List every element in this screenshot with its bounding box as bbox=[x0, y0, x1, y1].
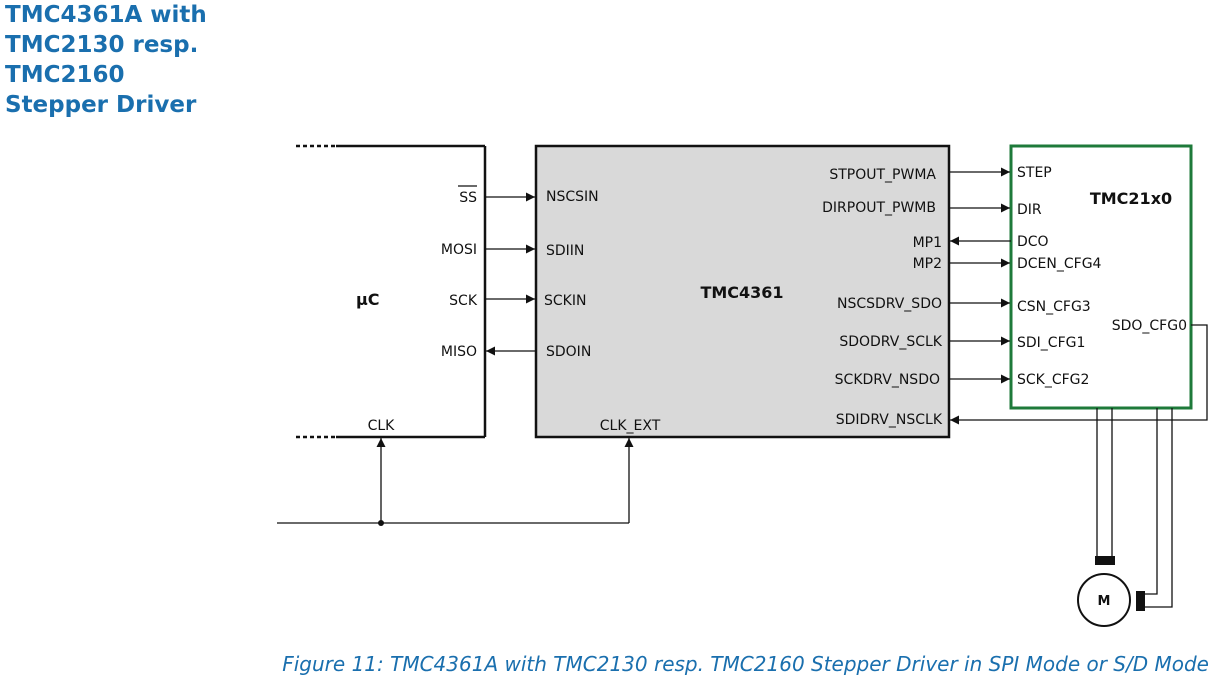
uc-pin-mosi: MOSI bbox=[441, 242, 477, 258]
motor-terminal-right bbox=[1136, 591, 1145, 611]
motor-wiring bbox=[1095, 408, 1173, 611]
tmc4361-pin-mp1: MP1 bbox=[913, 235, 942, 251]
tmc4361-pin-dirpout: DIRPOUT_PWMB bbox=[822, 200, 936, 216]
heading-line: Stepper Driver bbox=[5, 92, 197, 118]
uc-pin-sck: SCK bbox=[449, 293, 478, 309]
driver-pin-sck: SCK_CFG2 bbox=[1017, 372, 1089, 388]
heading-line: TMC4361A with bbox=[5, 2, 207, 28]
microcontroller-block: µC SS MOSI SCK MISO CLK bbox=[296, 144, 487, 439]
wire-coil-b1 bbox=[1142, 408, 1158, 595]
motor-terminal-top bbox=[1095, 556, 1115, 565]
clock-junction-dot bbox=[378, 520, 384, 526]
uc-pin-miso: MISO bbox=[441, 344, 477, 360]
driver-pin-dcen: DCEN_CFG4 bbox=[1017, 256, 1102, 272]
tmc4361-label: TMC4361 bbox=[700, 283, 783, 302]
wire-sdo-return bbox=[950, 324, 1208, 425]
heading-line: TMC2160 bbox=[5, 62, 125, 88]
driver-pin-csn: CSN_CFG3 bbox=[1017, 299, 1091, 315]
driver-pin-dir: DIR bbox=[1017, 202, 1042, 218]
section-heading: TMC4361A with TMC2130 resp. TMC2160 Step… bbox=[5, 0, 265, 120]
tmc4361-pin-stpout: STPOUT_PWMA bbox=[829, 167, 936, 183]
tmc21x0-body bbox=[1009, 144, 1193, 410]
tmc4361-pin-sdodrv: SDODRV_SCLK bbox=[839, 334, 942, 350]
clock-wiring bbox=[277, 438, 634, 526]
driver-connections bbox=[949, 167, 1208, 425]
tmc21x0-label: TMC21x0 bbox=[1090, 189, 1172, 208]
tmc4361-pin-sckin: SCKIN bbox=[544, 293, 586, 309]
block-diagram: µC SS MOSI SCK MISO CLK TMC4361 NSCSIN S… bbox=[277, 144, 1208, 627]
tmc4361-pin-clk-ext: CLK_EXT bbox=[600, 418, 661, 434]
motor-symbol bbox=[1077, 573, 1131, 627]
heading-line: TMC2130 resp. bbox=[5, 32, 199, 58]
motor-label: M bbox=[1098, 594, 1111, 609]
driver-pin-dco: DCO bbox=[1017, 234, 1049, 250]
driver-pin-sdi: SDI_CFG1 bbox=[1017, 335, 1085, 351]
tmc4361-pin-nscsdrv: NSCSDRV_SDO bbox=[837, 296, 942, 312]
driver-pin-sdo: SDO_CFG0 bbox=[1112, 318, 1187, 334]
wire-coil-b2 bbox=[1142, 408, 1173, 608]
tmc4361-pin-sdidrv: SDIDRV_NSCLK bbox=[836, 412, 943, 428]
tmc4361-pin-sdoin: SDOIN bbox=[546, 344, 591, 360]
tmc4361-body bbox=[534, 144, 951, 439]
uc-pin-ss: SS bbox=[459, 190, 477, 206]
tmc4361-pin-sckdrv: SCKDRV_NSDO bbox=[835, 372, 940, 388]
tmc21x0-block: TMC21x0 STEP DIR DCO DCEN_CFG4 CSN_CFG3 … bbox=[1009, 144, 1193, 410]
figure-caption: Figure 11: TMC4361A with TMC2130 resp. T… bbox=[282, 652, 1209, 676]
spi-host-connections bbox=[485, 192, 536, 356]
tmc4361-block: TMC4361 NSCSIN SDIIN SCKIN SDOIN CLK_EXT… bbox=[534, 144, 951, 439]
uc-label: µC bbox=[356, 290, 380, 309]
stepper-motor: M bbox=[1077, 573, 1131, 627]
uc-pin-clk: CLK bbox=[368, 418, 396, 434]
tmc4361-pin-mp2: MP2 bbox=[913, 256, 942, 272]
tmc4361-pin-sdiin: SDIIN bbox=[546, 243, 584, 259]
driver-pin-step: STEP bbox=[1017, 165, 1052, 181]
tmc4361-pin-nscsin: NSCSIN bbox=[546, 189, 599, 205]
